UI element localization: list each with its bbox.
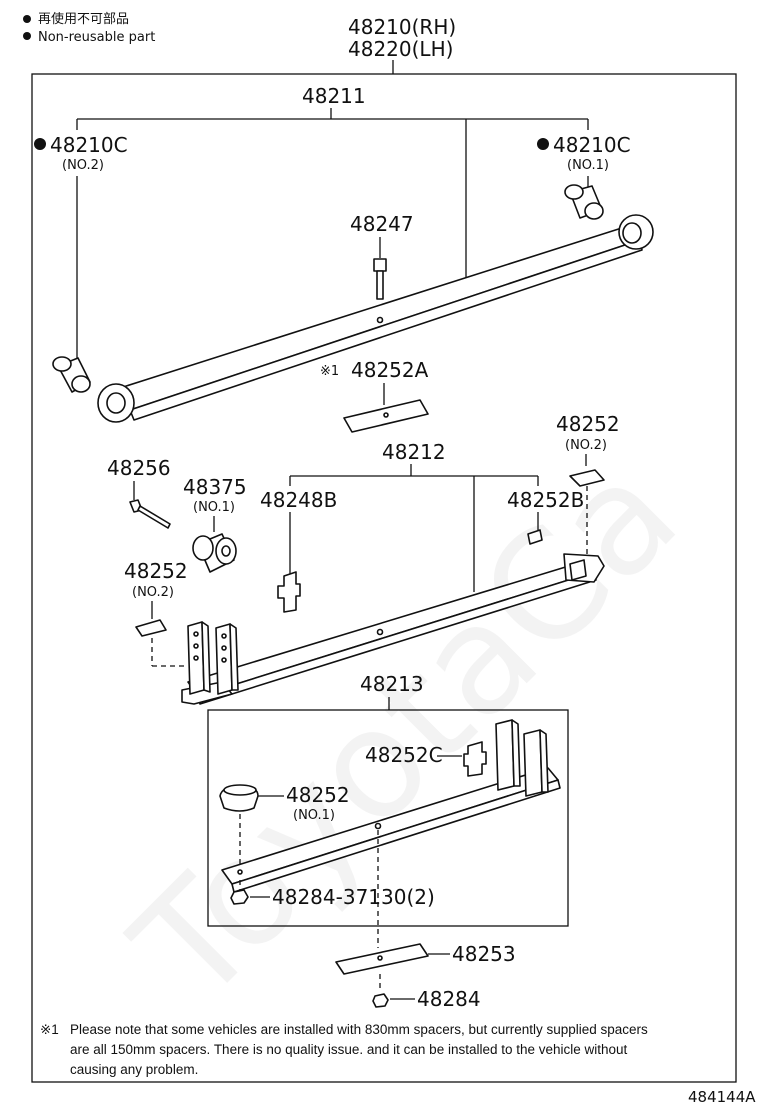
pad-48252-no2-left [135,619,167,637]
part-number-48247: 48247 [350,212,414,236]
part-sub-48252-left: (NO.2) [132,585,174,600]
part-number-48252-left: 48252 [124,559,188,583]
block-48252b [527,529,543,545]
part-number-48212: 48212 [382,440,446,464]
third-leaf-48213 [221,767,561,893]
bushing-48375 [192,533,237,573]
main-leaf-spring-48211 [97,214,654,423]
part-number-48284: 48284 [417,987,481,1011]
center-bolt-48247 [373,258,387,300]
part-sub-no1: (NO.1) [567,158,609,173]
part-number-48252c: 48252C [365,743,443,767]
part-sub-no2: (NO.2) [62,158,104,173]
part-number-48252-top-right: 48252 [556,412,620,436]
nut-48284-37130 [230,889,249,905]
non-reusable-marker-icon [537,138,549,150]
clip-48248b [277,571,301,613]
pad-48252-no1 [219,784,259,812]
part-number-48211: 48211 [302,84,366,108]
diagram-id: 484144A [688,1088,756,1106]
part-number-48375: 48375 [183,475,247,499]
non-reusable-marker-icon [34,138,46,150]
part-number-48284-37130: 48284-37130(2) [272,885,435,909]
clip-48252c [463,741,487,777]
watermark: ToyotaCa [102,427,711,1036]
part-sub-48252-no1: (NO.1) [293,808,335,823]
bushing-48210c-no2 [52,356,91,393]
part-number-48213: 48213 [360,672,424,696]
non-reusable-bullet-icon [23,32,31,40]
part-number-48248b: 48248B [260,488,337,512]
leaf-48213-frame [207,709,569,927]
part-number-48252b: 48252B [507,488,584,512]
legend-english: Non-reusable part [38,30,155,45]
note-mark-48252a: ※1 [320,364,339,379]
rebound-clip-left [187,621,239,695]
part-number-48256: 48256 [107,456,171,480]
legend-japanese: 再使用不可部品 [38,11,129,27]
assembly-number-lh: 48220(LH) [348,37,453,61]
rebound-clip-48213 [495,719,549,797]
part-number-48210c-no1: 48210C [553,133,631,157]
leaf-end-block-right [569,559,587,581]
non-reusable-bullet-icon [23,15,31,23]
part-sub-48375: (NO.1) [193,500,235,515]
note-mark: ※1 [40,1022,59,1037]
part-sub-48252-top-right: (NO.2) [565,438,607,453]
bushing-48210c-no1 [564,184,604,220]
bolt-48256 [129,499,171,529]
part-number-48253: 48253 [452,942,516,966]
part-number-48210c-no2: 48210C [50,133,128,157]
note-line-1: Please note that some vehicles are insta… [70,1022,648,1037]
note-line-3: causing any problem. [70,1062,198,1077]
nut-48284 [372,993,389,1008]
note-line-2: are all 150mm spacers. There is no quali… [70,1042,628,1057]
assembly-frame [31,73,737,1083]
part-number-48252-no1: 48252 [286,783,350,807]
assembly-number-rh: 48210(RH) [348,15,456,39]
part-number-48252a: 48252A [351,358,429,382]
second-leaf-48212 [181,553,605,705]
pad-48252-no2-right [569,469,605,487]
